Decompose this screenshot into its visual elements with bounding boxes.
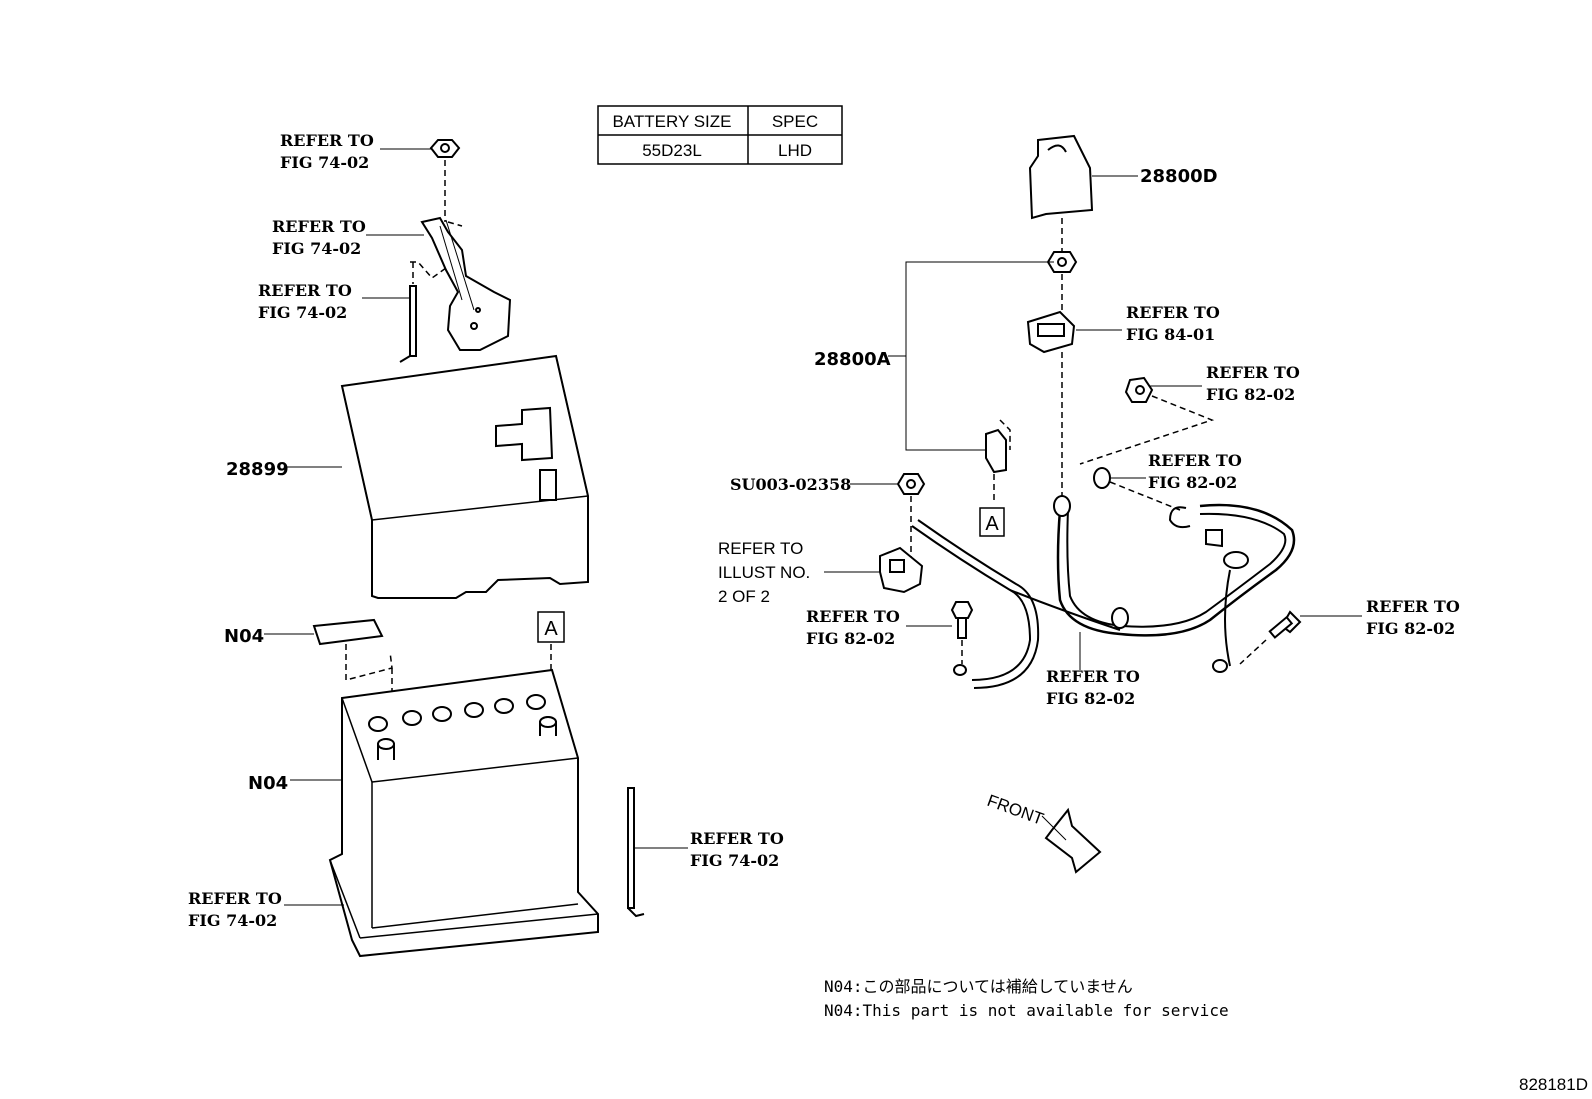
battery [328,668,599,958]
part-number-su003: SU003-02358 [730,475,851,494]
ref-label: REFER TO [188,889,282,908]
ref-label: REFER TO [806,607,900,626]
ref-label: REFER TO [272,217,366,236]
ref-fig: FIG 84-01 [1126,325,1215,344]
ref-label: REFER TO [1046,667,1140,686]
part-number-n04-label: N04 [224,626,264,647]
ref-label: REFER TO [690,829,784,848]
hold-down-clamp [420,216,512,351]
callout-a-right: A [979,507,1005,537]
ref-label: REFER TO [280,131,374,150]
ref-fig: FIG 82-02 [1366,619,1455,638]
ref-fig: FIG 74-02 [280,153,369,172]
ref-label: REFER TO [1366,597,1460,616]
table-cell-size: 55D23L [642,141,702,160]
illust-ref-line2: ILLUST NO. [718,563,810,582]
note-japanese: N04:この部品については補給していません [824,977,1133,996]
ref-label: REFER TO [1148,451,1242,470]
diagram-id: 828181D [1519,1075,1588,1094]
labels-right: 28800D 28800A REFER TO FIG 84-01 REFER T… [718,166,1460,708]
cable-nut [1046,251,1078,318]
ref-fig: FIG 82-02 [806,629,895,648]
service-notes: N04:この部品については補給していません N04:This part is n… [824,977,1229,1020]
leader-lines [264,148,1362,906]
label-sticker [312,618,393,700]
front-label: FRONT [985,791,1047,829]
part-number-28800a: 28800A [814,349,891,370]
fusible-link-block [1026,310,1076,500]
bolt-82-02-right [1239,610,1302,665]
negative-terminal [879,546,924,594]
note-english: N04:This part is not available for servi… [824,1001,1229,1020]
illust-ref-line1: REFER TO [718,539,803,558]
spec-table: BATTERY SIZE SPEC 55D23L LHD [597,105,843,165]
terminal-cover-28800d [1028,134,1094,256]
ref-fig: FIG 74-02 [258,303,347,322]
part-number-28800d: 28800D [1140,166,1218,187]
ref-fig: FIG 82-02 [1046,689,1135,708]
svg-text:A: A [985,513,999,535]
front-arrow: FRONT [985,791,1102,874]
table-header-battery-size: BATTERY SIZE [612,112,731,131]
nut-82-02-upper [1079,376,1215,465]
battery-tray-cover [340,354,589,599]
part-number-28899: 28899 [226,459,289,480]
nut-su003 [896,473,926,560]
table-header-spec: SPEC [772,112,818,131]
ref-fig: FIG 82-02 [1206,385,1295,404]
bolt-82-02-lower [950,601,974,664]
ref-fig: FIG 82-02 [1148,473,1237,492]
ref-label: REFER TO [1206,363,1300,382]
hold-down-nut [429,139,461,222]
part-number-n04-battery: N04 [248,773,288,794]
washer-82-02 [1093,467,1181,511]
terminal-clamp-positive [985,419,1011,502]
hold-down-rod-lower [627,787,645,918]
ref-fig: FIG 74-02 [188,911,277,930]
ref-label: REFER TO [258,281,352,300]
ref-fig: FIG 74-02 [272,239,361,258]
illust-ref-line3: 2 OF 2 [718,587,770,606]
table-cell-spec: LHD [778,141,812,160]
hold-down-rod-upper [399,261,447,363]
labels-left: REFER TO FIG 74-02 REFER TO FIG 74-02 RE… [188,131,784,930]
ref-label: REFER TO [1126,303,1220,322]
svg-text:A: A [544,618,558,640]
ref-fig: FIG 74-02 [690,851,779,870]
cable-harness [911,495,1296,689]
